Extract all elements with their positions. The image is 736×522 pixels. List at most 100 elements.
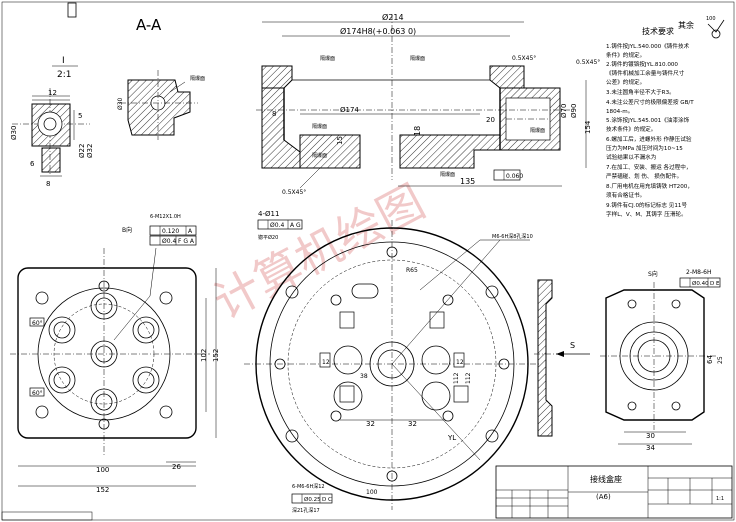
svg-text:Ø32: Ø32	[86, 144, 94, 158]
svg-text:技术条件》的规定。: 技术条件》的规定。	[606, 125, 656, 133]
svg-text:4.未注公差尺寸的极限偏差按 GB/T: 4.未注公差尺寸的极限偏差按 GB/T	[606, 98, 694, 106]
roughness-note: 其余 100	[678, 16, 725, 39]
svg-text:12: 12	[456, 359, 464, 366]
svg-text:0.5X45°: 0.5X45°	[576, 59, 600, 66]
svg-text:152: 152	[212, 349, 220, 362]
svg-text:Ø174H8(+0.063 0): Ø174H8(+0.063 0)	[340, 26, 416, 36]
svg-text:Ø70: Ø70	[560, 104, 568, 118]
svg-text:M6-6H深8孔深10: M6-6H深8孔深10	[492, 233, 533, 240]
svg-text:2:1: 2:1	[57, 70, 71, 80]
left-flange-view: B向 6-M12X1.0H 0.120 A Ø0.4 F G A	[10, 214, 220, 494]
svg-text:154: 154	[584, 120, 592, 134]
svg-text:6.螺加工后，进螺外形 作静压试验: 6.螺加工后，进螺外形 作静压试验	[606, 135, 692, 143]
svg-text:Ø174: Ø174	[340, 106, 359, 114]
title-block: 接线盒座 (A6) 1:1	[1, 465, 733, 521]
svg-text:100: 100	[706, 16, 716, 22]
svg-text:隔爆面: 隔爆面	[312, 123, 327, 130]
svg-text:Ø214: Ø214	[382, 12, 404, 22]
svg-text:A G: A G	[290, 222, 301, 229]
svg-text:严禁磕碰、划 伤、 损伤配件。: 严禁磕碰、划 伤、 损伤配件。	[606, 172, 682, 180]
svg-text:隔爆面: 隔爆面	[410, 55, 425, 62]
svg-text:S向: S向	[648, 270, 658, 278]
svg-text:B向: B向	[122, 226, 132, 234]
svg-text:Ø90: Ø90	[570, 104, 578, 118]
svg-text:32: 32	[366, 420, 375, 428]
section-A-A-view: 隔爆面 Ø30	[117, 70, 205, 140]
watermark: 计算机绘图	[205, 174, 433, 330]
svg-text:4-Ø11: 4-Ø11	[258, 210, 279, 218]
svg-text:0.120: 0.120	[162, 228, 179, 235]
svg-text:公差》的规定。: 公差》的规定。	[606, 78, 645, 86]
svg-text:0.5X45°: 0.5X45°	[282, 189, 306, 196]
svg-text:A: A	[188, 228, 193, 235]
svg-text:0.060: 0.060	[506, 173, 523, 180]
svg-text:6-M12X1.0H: 6-M12X1.0H	[150, 214, 181, 220]
svg-text:5: 5	[78, 112, 82, 120]
svg-text:1.铸件按JYL.540.000《铸件技术: 1.铸件按JYL.540.000《铸件技术	[606, 42, 690, 50]
svg-text:8: 8	[46, 180, 50, 188]
tech-req-title: 技术要求	[642, 26, 674, 36]
svg-text:隔爆面: 隔爆面	[530, 127, 545, 134]
svg-text:112: 112	[465, 372, 472, 384]
svg-text:2-M8-6H: 2-M8-6H	[686, 269, 711, 276]
detail-I-view: 12 5 Ø30 Ø22 Ø32 8 6	[10, 88, 94, 188]
svg-text:Ø0.4: Ø0.4	[162, 238, 176, 245]
svg-text:32: 32	[408, 420, 417, 428]
svg-text:34: 34	[646, 444, 655, 452]
svg-text:30: 30	[646, 432, 655, 440]
svg-text:隔爆面: 隔爆面	[312, 152, 327, 159]
svg-text:《铸件机械加工余量与铸件尺寸: 《铸件机械加工余量与铸件尺寸	[606, 69, 685, 77]
svg-text:100: 100	[366, 489, 378, 496]
svg-text:锪平Ø20: 锪平Ø20	[258, 234, 278, 241]
svg-text:D E: D E	[710, 281, 720, 287]
svg-text:20: 20	[486, 116, 495, 124]
svg-text:100: 100	[96, 466, 109, 474]
svg-text:Ø22: Ø22	[78, 144, 86, 158]
svg-text:F G A: F G A	[178, 238, 195, 245]
svg-text:S: S	[570, 341, 575, 350]
svg-text:Ø30: Ø30	[10, 126, 18, 140]
svg-text:9.铸件有CJ.0的标记标志 见11号: 9.铸件有CJ.0的标记标志 见11号	[606, 201, 687, 209]
svg-text:5.涂饰按JYL.545.001《油漆涂饰: 5.涂饰按JYL.545.001《油漆涂饰	[606, 116, 690, 124]
svg-text:须有合格证书。: 须有合格证书。	[606, 191, 645, 199]
svg-text:112: 112	[453, 372, 460, 384]
center-round-view: 4-Ø11 Ø0.4 A G 锪平Ø20 M6-6H深8孔深10 12 12	[244, 210, 590, 514]
svg-text:字样L、V、M、其铸字 压滑轮。: 字样L、V、M、其铸字 压滑轮。	[606, 210, 687, 218]
svg-text:条件》的规定。: 条件》的规定。	[606, 51, 645, 59]
svg-text:Ø0.40: Ø0.40	[692, 280, 709, 287]
svg-text:1804-m。: 1804-m。	[606, 109, 633, 115]
svg-text:深21孔深17: 深21孔深17	[292, 507, 320, 514]
svg-text:试验结果以不漏水为: 试验结果以不漏水为	[606, 153, 657, 161]
svg-text:60°: 60°	[32, 320, 43, 327]
right-side-view: S向 2-M8-6H Ø0.40 D E 30 34 64 25	[600, 269, 724, 452]
detail-scale-label: I 2:1	[52, 56, 78, 80]
side-profile-view	[534, 279, 560, 437]
svg-text:计算机绘图: 计算机绘图	[205, 174, 433, 330]
svg-text:Ø0.4: Ø0.4	[270, 222, 284, 229]
svg-text:YL: YL	[447, 434, 456, 442]
svg-text:15: 15	[336, 136, 344, 145]
svg-text:(A6): (A6)	[596, 493, 611, 501]
svg-text:6: 6	[30, 160, 35, 168]
svg-text:8: 8	[272, 110, 276, 118]
section-label: A-A	[136, 16, 162, 34]
svg-text:135: 135	[460, 177, 475, 186]
svg-text:25: 25	[717, 356, 724, 364]
svg-text:2.铸件的镀铬按JYL.810.000: 2.铸件的镀铬按JYL.810.000	[606, 60, 678, 68]
svg-text:隔爆面: 隔爆面	[190, 75, 205, 82]
svg-text:D C: D C	[322, 497, 332, 503]
svg-text:隔爆面: 隔爆面	[440, 171, 455, 178]
svg-text:26: 26	[172, 463, 181, 471]
svg-text:接线盒座: 接线盒座	[590, 474, 622, 484]
svg-text:Ø30: Ø30	[117, 97, 124, 110]
svg-text:60°: 60°	[32, 390, 43, 397]
svg-text:64: 64	[706, 355, 714, 364]
svg-text:I: I	[62, 56, 65, 66]
svg-text:Ø0.25: Ø0.25	[304, 496, 321, 503]
svg-text:压力为MPa 加压时间为10~15: 压力为MPa 加压时间为10~15	[606, 144, 683, 152]
svg-text:7.在加工、安装、搬运 各过程中，: 7.在加工、安装、搬运 各过程中，	[606, 163, 691, 171]
svg-text:6-M6-6H深12: 6-M6-6H深12	[292, 483, 325, 490]
